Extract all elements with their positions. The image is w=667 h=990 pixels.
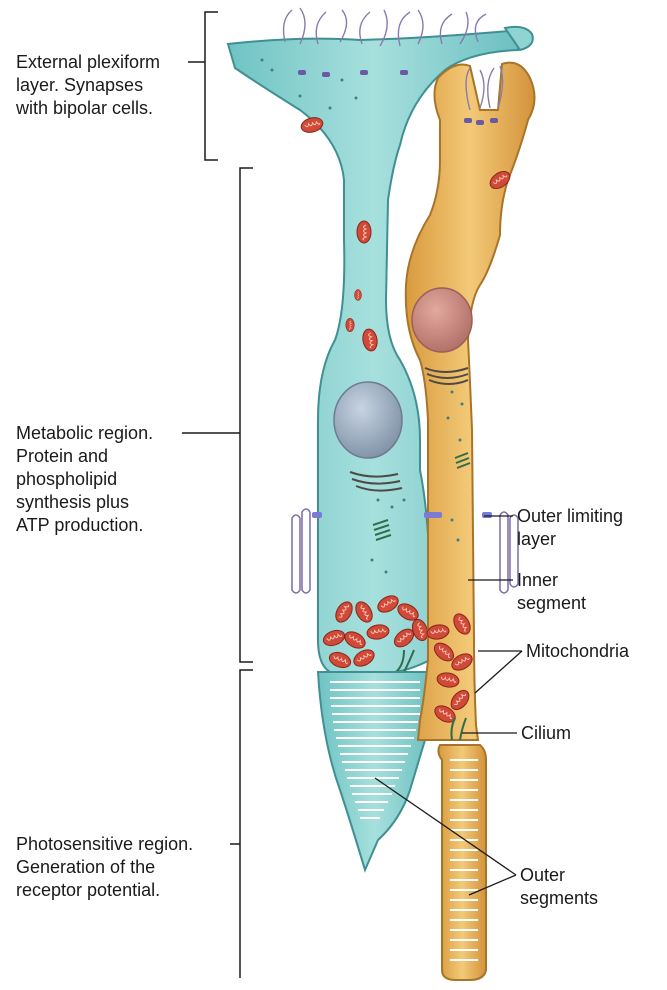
label-metabolic-line2: Protein and <box>16 445 153 468</box>
label-outer-limiting-line1: Outer limiting <box>517 505 623 528</box>
bracket-metabolic <box>182 168 253 662</box>
label-metabolic-line5: ATP production. <box>16 514 153 537</box>
label-metabolic: Metabolic region. Protein and phospholip… <box>16 422 153 537</box>
label-metabolic-line4: synthesis plus <box>16 491 153 514</box>
label-plexiform: External plexiform layer. Synapses with … <box>16 51 160 120</box>
label-outer-segments-line2: segments <box>520 887 598 910</box>
cone-nucleus <box>412 288 472 352</box>
label-plexiform-line1: External plexiform <box>16 51 160 74</box>
bracket-plexiform <box>188 12 218 160</box>
label-plexiform-line2: layer. Synapses <box>16 74 160 97</box>
label-outer-segments-line1: Outer <box>520 864 598 887</box>
label-outer-limiting: Outer limiting layer <box>517 505 623 551</box>
label-cilium: Cilium <box>521 722 571 745</box>
cone-discs <box>450 760 478 960</box>
label-photosensitive-line1: Photosensitive region. <box>16 833 193 856</box>
label-plexiform-line3: with bipolar cells. <box>16 97 160 120</box>
label-mitochondria: Mitochondria <box>526 640 629 663</box>
label-photosensitive-line3: receptor potential. <box>16 879 193 902</box>
label-metabolic-line3: phospholipid <box>16 468 153 491</box>
label-inner-segment-line2: segment <box>517 592 586 615</box>
bracket-photosensitive <box>230 670 253 978</box>
label-photosensitive: Photosensitive region. Generation of the… <box>16 833 193 902</box>
rod-nucleus <box>334 382 402 458</box>
label-cilium-line1: Cilium <box>521 722 571 745</box>
label-outer-segments: Outer segments <box>520 864 598 910</box>
label-inner-segment: Inner segment <box>517 569 586 615</box>
label-mitochondria-line1: Mitochondria <box>526 640 629 663</box>
label-metabolic-line1: Metabolic region. <box>16 422 153 445</box>
label-inner-segment-line1: Inner <box>517 569 586 592</box>
label-outer-limiting-line2: layer <box>517 528 623 551</box>
label-photosensitive-line2: Generation of the <box>16 856 193 879</box>
